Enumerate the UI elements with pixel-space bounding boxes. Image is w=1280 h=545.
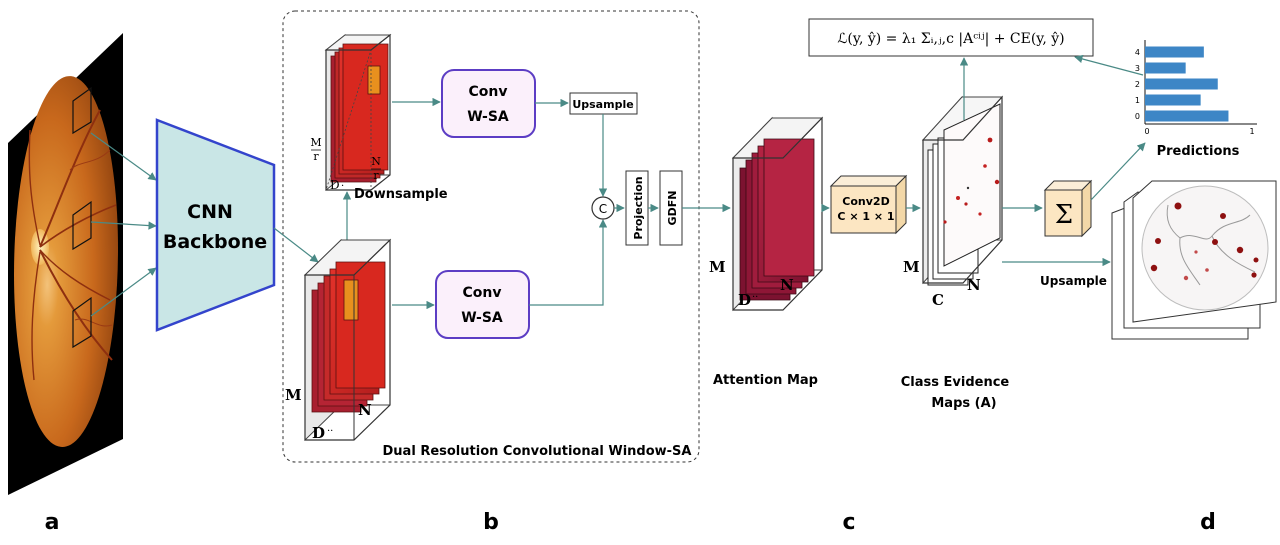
conv-wsa-top-label-2: W-SA [467,109,509,125]
attention-dim-m: M [709,258,726,276]
small-dim-m: M [310,136,321,149]
small-dim-d: D [330,178,340,192]
x-tick-0: 0 [1144,127,1149,136]
large-dim-dots: ·· [327,426,333,437]
sum-to-predictions-arrow [1090,142,1146,201]
conv-wsa-top-label-1: Conv [469,84,508,100]
y-tick-label: 0 [1135,112,1140,121]
prediction-bar-3 [1145,62,1186,74]
conv-wsa-bottom [435,270,530,339]
conv2d-label-1: Conv2D [842,195,889,208]
backbone-label-1: CNN [187,201,233,223]
loss-formula: ℒ(y, ŷ) = λ₁ Σᵢ,ⱼ,c |Aᶜⁱʲ| + CE(y, ŷ) [837,30,1064,47]
large-dim-d: D [312,424,325,442]
conv-wsa-bottom-label-1: Conv [463,285,502,301]
conv-wsa-bottom-label-2: W-SA [461,310,503,326]
y-tick-label: 1 [1135,96,1140,105]
conv-bottom-to-concat-arrow [529,219,608,306]
large-dim-m: M [285,386,302,404]
attention-dim-n: N [780,276,794,294]
predictions-label: Predictions [1157,144,1240,159]
prediction-bar-1 [1145,94,1201,106]
panel-letter-c: c [842,510,855,535]
y-tick-label: 2 [1135,80,1140,89]
small-dim-n-den: r [373,169,379,182]
backbone-to-tensor-arrow [273,227,319,263]
projection-label: Projection [632,176,645,239]
y-tick-label: 3 [1135,64,1140,73]
sum-symbol: Σ [1055,200,1073,230]
cem-dim-c: C [932,291,944,309]
small-dim-n: N [371,155,381,168]
predictions-to-loss-arrow [1074,54,1144,76]
small-feature-tensor [324,33,392,192]
downsample-label: Downsample [354,187,448,202]
predictions-chart: 4 3 2 1 0 0 1 [1135,40,1257,136]
cnn-backbone [155,118,276,332]
panel-letter-b: b [483,510,499,535]
sum-block [1043,179,1093,238]
upsample-label: Upsample [572,98,633,111]
dual-resolution-group [282,10,700,463]
conv2d-block [829,174,908,235]
small-dim-dots: · [341,181,344,192]
gdfn-label: GDFN [666,191,679,226]
class-evidence-maps-tensor [921,95,1004,286]
cem-dim-n: N [967,276,981,294]
group-title: Dual Resolution Convolutional Window-SA [383,444,692,459]
patch-arrow [90,221,157,230]
loss-formula-box [808,18,1094,57]
x-tick-1: 1 [1249,127,1254,136]
attention-dim-d: D [738,291,751,309]
attention-map-tensor [731,116,824,312]
fundus-image [8,33,123,495]
cem-dim-m: M [903,258,920,276]
y-tick-label: 4 [1135,48,1140,57]
backbone-label-2: Backbone [163,231,267,253]
lesion-maps-stack [1111,180,1277,340]
panel-letter-d: d [1200,510,1216,535]
small-dim-m-den: r [313,150,319,163]
conv2d-label-2: C × 1 × 1 [837,210,894,223]
prediction-bar-0 [1145,110,1229,122]
attention-dim-dots: ·· [752,292,758,303]
panel-letter-a: a [45,510,60,535]
patch-arrow [90,267,157,317]
large-feature-tensor [303,238,392,442]
cem-upsample-label: Upsample [1040,274,1107,288]
conv-wsa-top [441,69,536,138]
cem-label-1: Class Evidence [901,375,1010,390]
attention-map-label: Attention Map [713,373,818,388]
cem-label-2: Maps (A) [931,396,996,411]
concat-symbol: C [599,202,607,216]
large-dim-n: N [358,401,372,419]
patch-arrow [90,132,157,181]
prediction-bar-2 [1145,78,1218,90]
prediction-bar-4 [1145,46,1204,58]
